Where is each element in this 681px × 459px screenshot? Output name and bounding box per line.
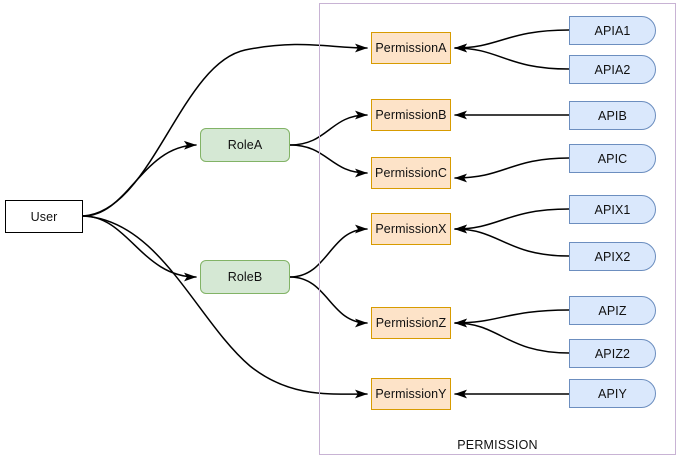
node-user[interactable]: User xyxy=(5,200,83,233)
node-api-a1[interactable]: APIA1 xyxy=(569,16,656,45)
node-permission-z[interactable]: PermissionZ xyxy=(371,307,451,339)
node-role-b[interactable]: RoleB xyxy=(200,260,290,294)
node-permission-y[interactable]: PermissionY xyxy=(371,378,451,410)
node-permission-a[interactable]: PermissionA xyxy=(371,32,451,64)
node-permission-c[interactable]: PermissionC xyxy=(371,157,451,189)
permission-group-label: PERMISSION xyxy=(457,438,538,452)
node-api-c[interactable]: APIC xyxy=(569,144,656,173)
node-api-z2[interactable]: APIZ2 xyxy=(569,339,656,368)
node-api-x2[interactable]: APIX2 xyxy=(569,242,656,271)
node-permission-b[interactable]: PermissionB xyxy=(371,99,451,131)
node-api-x1[interactable]: APIX1 xyxy=(569,195,656,224)
node-api-y[interactable]: APIY xyxy=(569,379,656,408)
node-permission-x[interactable]: PermissionX xyxy=(371,213,451,245)
edge-user-roleA xyxy=(82,140,197,217)
node-role-a[interactable]: RoleA xyxy=(200,128,290,162)
edge-user-roleB xyxy=(82,215,197,282)
node-api-z[interactable]: APIZ xyxy=(569,296,656,325)
node-api-a2[interactable]: APIA2 xyxy=(569,55,656,84)
node-api-b[interactable]: APIB xyxy=(569,101,656,130)
